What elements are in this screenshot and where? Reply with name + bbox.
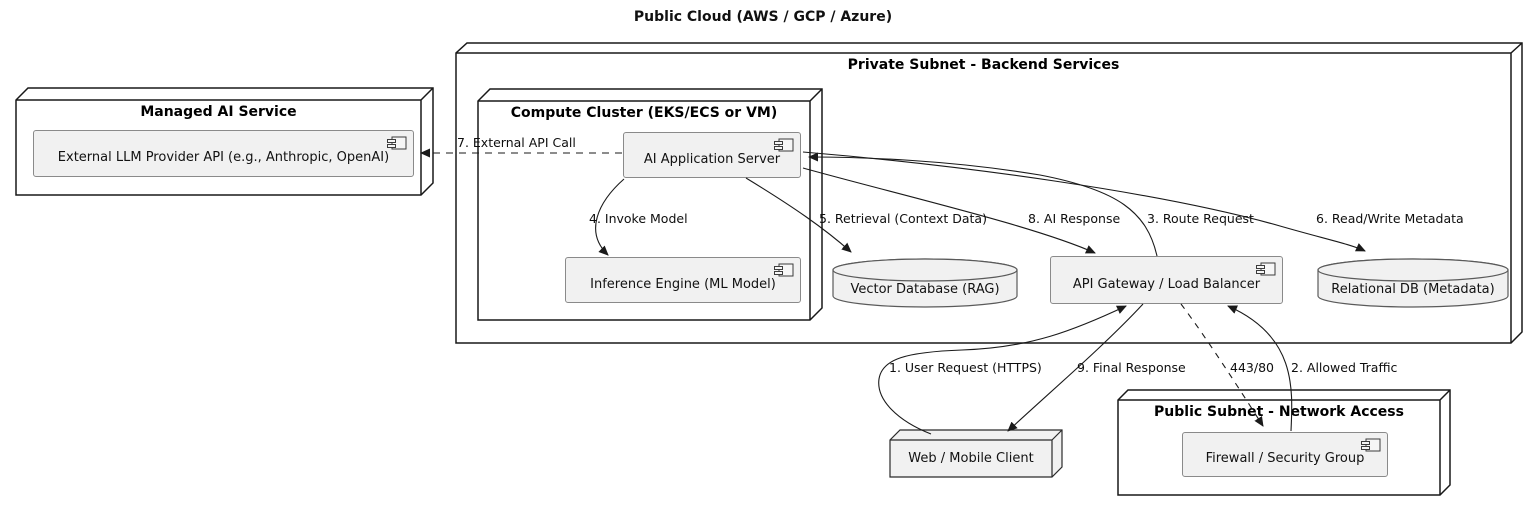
private-subnet-title: Private Subnet - Backend Services: [847, 57, 1120, 73]
managed-ai-service-title: Managed AI Service: [140, 104, 297, 120]
edge-label-final-response: 9. Final Response: [1077, 360, 1186, 375]
inference-engine-label: Inference Engine (ML Model): [590, 276, 776, 292]
relational-db-label: Relational DB (Metadata): [1331, 282, 1495, 297]
compute-cluster-title: Compute Cluster (EKS/ECS or VM): [510, 105, 778, 121]
edge-label-retrieval: 5. Retrieval (Context Data): [819, 211, 987, 226]
component-icon: [1361, 438, 1381, 452]
web-client-label: Web / Mobile Client: [908, 451, 1034, 466]
app-server-component: AI Application Server: [623, 132, 801, 178]
edge-label-read-write-metadata: 6. Read/Write Metadata: [1316, 211, 1464, 226]
api-gateway-component: API Gateway / Load Balancer: [1050, 256, 1283, 304]
relational-db-cylinder: [1317, 258, 1509, 308]
app-server-label: AI Application Server: [643, 151, 781, 167]
public-subnet-title: Public Subnet - Network Access: [1154, 404, 1404, 420]
edge-label-ports: 443/80: [1230, 360, 1274, 375]
component-icon: [1256, 262, 1276, 276]
edge-label-invoke-model: 4. Invoke Model: [589, 211, 688, 226]
diagram-title: Public Cloud (AWS / GCP / Azure): [633, 9, 893, 25]
llm-provider-component: External LLM Provider API (e.g., Anthrop…: [33, 130, 414, 177]
inference-engine-component: Inference Engine (ML Model): [565, 257, 801, 303]
component-icon: [774, 263, 794, 277]
vector-db-cylinder: [832, 258, 1018, 308]
component-icon: [774, 138, 794, 152]
firewall-component: Firewall / Security Group: [1182, 432, 1388, 477]
llm-provider-label: External LLM Provider API (e.g., Anthrop…: [57, 150, 390, 165]
edge-label-external-api-call: 7. External API Call: [457, 135, 576, 150]
component-icon: [387, 136, 407, 150]
api-gateway-label: API Gateway / Load Balancer: [1072, 276, 1261, 292]
edge-label-allowed-traffic: 2. Allowed Traffic: [1291, 360, 1398, 375]
vector-db-label: Vector Database (RAG): [850, 282, 1000, 297]
edge-label-ai-response: 8. AI Response: [1028, 211, 1121, 226]
firewall-label: Firewall / Security Group: [1205, 451, 1365, 466]
edge-label-route-request: 3. Route Request: [1147, 211, 1254, 226]
edge-label-user-request: 1. User Request (HTTPS): [889, 360, 1042, 375]
